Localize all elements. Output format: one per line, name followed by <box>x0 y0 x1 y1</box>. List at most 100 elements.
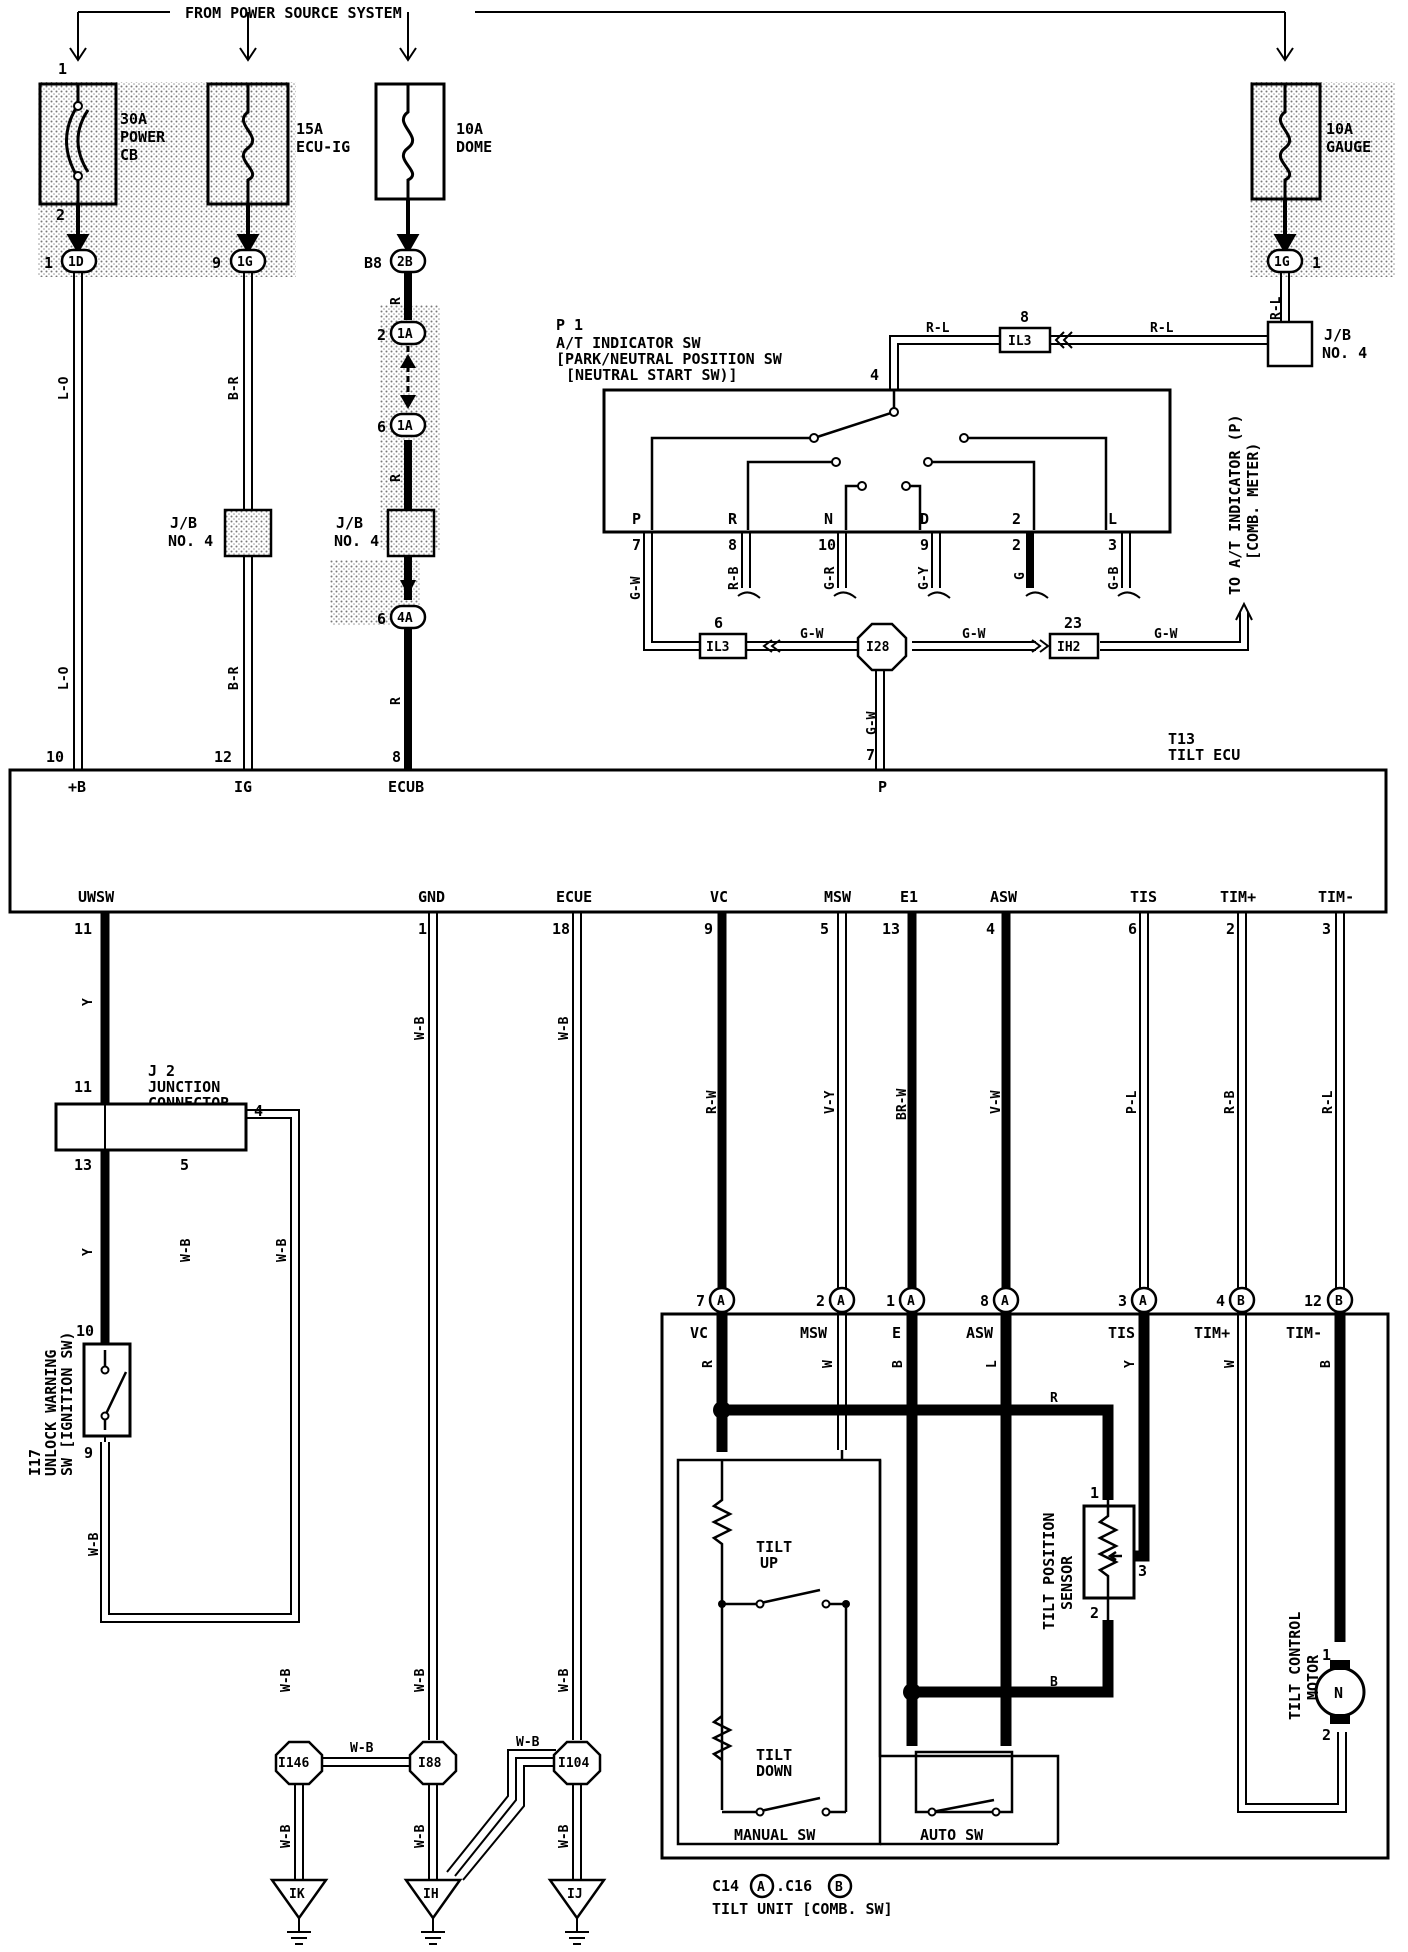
jb-box <box>1266 320 1314 368</box>
fuse-output-arrows <box>66 199 1297 255</box>
pin-label: 6 <box>377 610 386 628</box>
ecu-terminal: TIS <box>1130 888 1157 906</box>
connector-id: 1D <box>68 255 84 270</box>
junction-id: J 2 <box>148 1062 175 1080</box>
connector-id: I146 <box>278 1756 309 1771</box>
caption-circle-b <box>827 1873 853 1899</box>
wire-color: B <box>1319 1360 1334 1368</box>
r-wire-arrows <box>400 354 416 596</box>
pin-label: 2 <box>1226 920 1235 938</box>
ecu-terminal: ECUB <box>388 778 424 796</box>
wire-color: R <box>1050 1391 1058 1406</box>
indicator-label: TO A/T INDICATOR (P) <box>1226 414 1244 595</box>
ecu-terminal: VC <box>710 888 728 906</box>
pin-label: 9 <box>212 254 221 272</box>
wire-color: B-R <box>227 376 242 400</box>
ground-symbols <box>287 1918 589 1945</box>
pin-label: 11 <box>74 1078 92 1096</box>
ecu-name: TILT ECU <box>1168 746 1240 764</box>
wire-color: W-B <box>557 1016 572 1040</box>
fuse-power-cb <box>38 82 118 206</box>
wire-color: L <box>985 1360 1000 1368</box>
manual-switch-nodes <box>718 1600 850 1608</box>
pin-label: 2 <box>1012 536 1021 554</box>
pin-label: 2 <box>377 326 386 344</box>
wire-color: G-W <box>629 576 644 600</box>
pin-label: 1 <box>58 60 67 78</box>
fuse-name: ECU-IG <box>296 138 350 156</box>
ecu-terminal: +B <box>68 778 86 796</box>
wire-color: W-B <box>557 1668 572 1692</box>
pin-label: 11 <box>74 920 92 938</box>
caption-circle-a <box>749 1873 775 1899</box>
pin-label: 12 <box>214 748 232 766</box>
pin-label: 2 <box>1322 1726 1331 1744</box>
wire-color: B <box>891 1360 906 1368</box>
connector-id: 1A <box>397 327 413 342</box>
pin-label: 9 <box>704 920 713 938</box>
p1-name: [NEUTRAL START SW)] <box>566 366 738 384</box>
wire-color: W-B <box>557 1824 572 1848</box>
indicator-arrow <box>1235 601 1253 621</box>
ecu-terminal: UWSW <box>78 888 115 906</box>
jb-box <box>223 508 273 558</box>
wire-color: R-L <box>926 321 950 336</box>
position-label: 2 <box>1012 510 1021 528</box>
pin-label: 1 <box>44 254 53 272</box>
motor-brush <box>1330 1714 1350 1724</box>
wire-color: R-L <box>1150 321 1174 336</box>
pin-label: 5 <box>180 1156 189 1174</box>
pin-label: 12 <box>1304 1292 1322 1310</box>
pin-label: 10 <box>76 1322 94 1340</box>
connector-id: 1G <box>237 255 253 270</box>
jb-label: J/B <box>1324 326 1351 344</box>
tilt-terminal: TIM- <box>1286 1324 1322 1342</box>
gw-bus <box>746 612 1249 770</box>
connector-id: 1G <box>1274 255 1290 270</box>
pin-label: 4 <box>870 366 879 384</box>
pin-label: 4 <box>986 920 995 938</box>
junction-dot <box>713 1401 731 1419</box>
wire-color: Y <box>81 1248 96 1256</box>
pin-label: 10 <box>46 748 64 766</box>
fuse-name: DOME <box>456 138 492 156</box>
manual-sw-label: MANUAL SW <box>734 1826 816 1844</box>
auto-sw-label: AUTO SW <box>920 1826 984 1844</box>
tilt-terminal: TIS <box>1108 1324 1135 1342</box>
connector-id: IL3 <box>1008 334 1031 349</box>
tilt-terminal: VC <box>690 1324 708 1342</box>
wire-color: W <box>1223 1360 1238 1368</box>
gauge-wire <box>889 272 1290 390</box>
tilt-terminal: TIM+ <box>1194 1324 1230 1342</box>
tilt-unit-caption: .C16 <box>776 1877 812 1895</box>
uwsw-wiring <box>100 912 300 1623</box>
pin-label: 7 <box>866 746 875 764</box>
pin-label: 9 <box>84 1444 93 1462</box>
jb-label: J/B <box>170 514 197 532</box>
connector-id: 4A <box>397 611 413 626</box>
wire-color: W-B <box>179 1238 194 1262</box>
pin-label: 6 <box>377 418 386 436</box>
pin-label: 8 <box>980 1292 989 1310</box>
wire-color: W-B <box>275 1238 290 1262</box>
pin-label: 7 <box>696 1292 705 1310</box>
connector-id: B <box>835 1880 843 1895</box>
unlock-id: I17 <box>26 1449 44 1476</box>
unlock-warning-switch <box>82 1342 132 1438</box>
jb-label: J/B <box>336 514 363 532</box>
fuse-amp: 10A <box>456 120 483 138</box>
position-label: L <box>1108 510 1117 528</box>
tilt-terminal: MSW <box>800 1324 828 1342</box>
auto-switch-contact <box>931 1798 995 1814</box>
fuse-dome <box>374 82 446 201</box>
wire-color: G-B <box>1107 566 1122 590</box>
pin-label: 8 <box>392 748 401 766</box>
connector-id: A <box>837 1294 845 1309</box>
connector-id: B <box>1237 1294 1245 1309</box>
pin-label: 1 <box>1312 254 1321 272</box>
pin-label: 1 <box>418 920 427 938</box>
wire-color: W-B <box>87 1532 102 1556</box>
motor-label: TILT CONTROL <box>1286 1612 1304 1720</box>
connector-box <box>698 632 748 660</box>
